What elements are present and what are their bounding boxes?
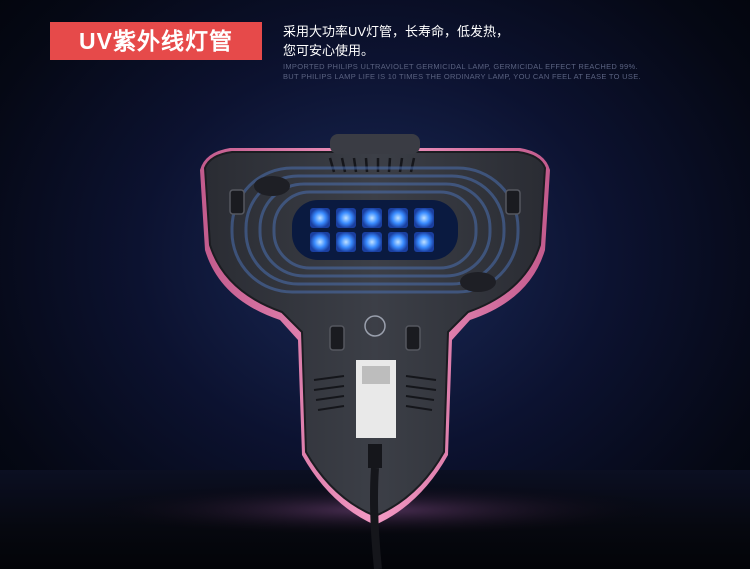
feature-description-cn: 采用大功率UV灯管，长寿命，低发热， 您可安心使用。 bbox=[283, 22, 603, 60]
uv-radiation-rings bbox=[230, 166, 520, 294]
uv-lamp-icon bbox=[310, 208, 434, 252]
desc-cn-line-2: 您可安心使用。 bbox=[283, 43, 375, 58]
left-knob bbox=[254, 176, 290, 196]
side-grille bbox=[313, 375, 437, 411]
ccc-certification-mark-icon bbox=[364, 315, 386, 337]
desc-en-line-2: BUT PHILIPS LAMP LIFE IS 10 TIMES THE OR… bbox=[283, 72, 641, 81]
device-body bbox=[203, 151, 547, 518]
desc-cn-line-1: 采用大功率UV灯管，长寿命，低发热， bbox=[283, 24, 510, 39]
power-cord bbox=[370, 467, 382, 569]
right-knob bbox=[460, 272, 496, 292]
feature-description-en: IMPORTED PHILIPS ULTRAVIOLET GERMICIDAL … bbox=[283, 62, 703, 82]
wheel-icon bbox=[229, 189, 521, 351]
handle-top bbox=[330, 134, 420, 154]
label-barcode bbox=[362, 366, 390, 384]
desc-en-line-1: IMPORTED PHILIPS ULTRAVIOLET GERMICIDAL … bbox=[283, 62, 638, 71]
top-vents bbox=[328, 157, 416, 173]
feature-title-badge: UV紫外线灯管 bbox=[50, 22, 262, 60]
cord-socket bbox=[368, 444, 382, 468]
